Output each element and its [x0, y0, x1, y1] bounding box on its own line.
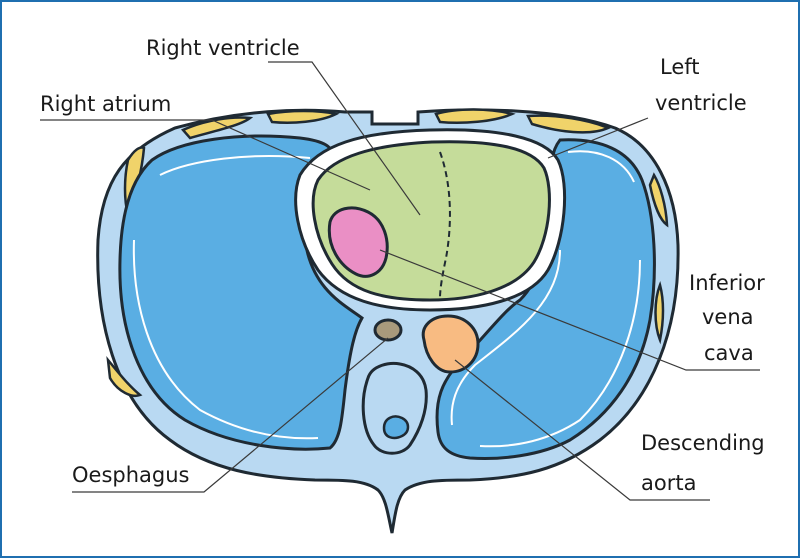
label-oesophagus: Oesphagus: [72, 463, 189, 487]
leader-line: [379, 249, 760, 371]
leader-line: [454, 359, 710, 501]
vertebra: [361, 361, 428, 455]
lung-pleura-line: [132, 154, 319, 440]
fat-pad: [526, 114, 612, 134]
label-descending-aorta-line1: Descending: [641, 431, 765, 455]
fat-pad: [654, 281, 665, 345]
label-left-ventricle-line1: Left: [660, 55, 700, 79]
lung-pleura-line: [450, 150, 641, 448]
label-right-ventricle: Right ventricle: [146, 36, 300, 60]
leader-line: [72, 337, 389, 493]
leader-line: [268, 61, 421, 216]
leader-line: [40, 119, 371, 191]
fat-pad: [180, 116, 254, 140]
interventricular-septum: [439, 151, 451, 299]
label-right-atrium: Right atrium: [40, 92, 171, 116]
leader-line: [547, 117, 649, 159]
spinal-canal: [382, 415, 410, 440]
label-ivc-line2: vena: [702, 305, 754, 329]
fat-pad: [266, 109, 340, 124]
descending-aorta: [421, 314, 480, 374]
fat-pad: [434, 108, 516, 124]
oesophagus: [373, 318, 403, 342]
label-left-ventricle-line2: ventricle: [655, 91, 747, 115]
label-descending-aorta-line2: aorta: [641, 471, 696, 495]
inferior-vena-cava: [327, 206, 389, 278]
label-ivc-line1: Inferior: [689, 271, 765, 295]
label-ivc-line3: cava: [704, 341, 754, 365]
fat-pad: [648, 172, 669, 228]
fat-pad: [106, 356, 143, 397]
